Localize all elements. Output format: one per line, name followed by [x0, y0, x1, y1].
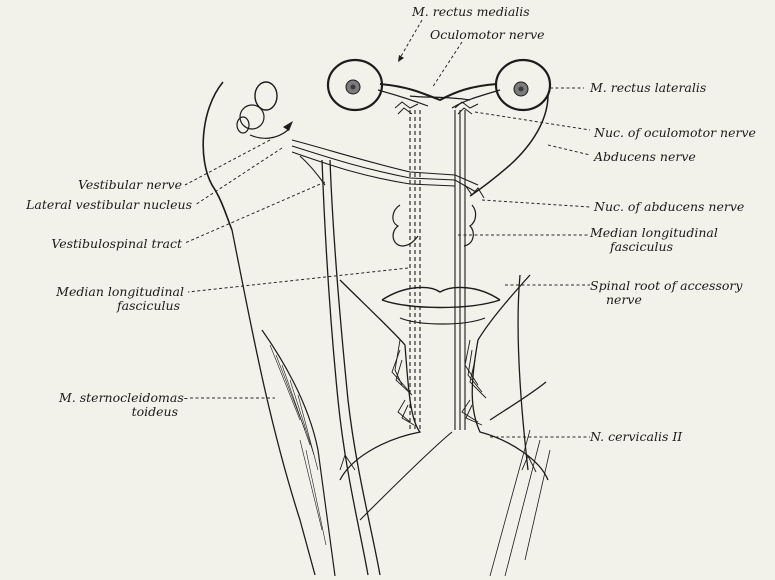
label-nuc-oculomotor: Nuc. of oculomotor nerve — [594, 126, 756, 140]
label-rectus-medialis: M. rectus medialis — [412, 5, 530, 19]
label-spinal-root-2: nerve — [606, 293, 642, 307]
label-sternocleido-2: toideus — [10, 405, 178, 419]
abducens-nerve-path — [470, 95, 548, 196]
leader-lines — [185, 20, 590, 437]
label-cervicalis: N. cervicalis II — [590, 430, 682, 444]
oculomotor-fibres — [378, 84, 500, 108]
label-vestibulospinal-tract: Vestibulospinal tract — [20, 237, 182, 251]
label-mlf-right-1: Median longitudinal — [590, 226, 718, 240]
label-nuc-abducens: Nuc. of abducens nerve — [594, 200, 744, 214]
label-abducens-nerve: Abducens nerve — [594, 150, 696, 164]
mlf-solid-bundle — [455, 110, 465, 430]
label-sternocleido-1: M. sternocleidomas- — [10, 391, 188, 405]
label-mlf-right-2: fasciculus — [610, 240, 673, 254]
mlf-dashed-bundle — [410, 110, 420, 430]
label-spinal-root-1: Spinal root of accessory — [590, 279, 742, 293]
sternocleidomastoid-muscle — [262, 330, 335, 576]
left-eye — [328, 60, 382, 110]
label-mlf-left-2: fasciculus — [10, 299, 180, 313]
mouth-outline — [382, 287, 500, 324]
label-rectus-lateralis: M. rectus lateralis — [590, 81, 706, 95]
nose-outline — [393, 205, 418, 246]
label-lateral-vestibular-nucleus: Lateral vestibular nucleus — [0, 198, 192, 212]
neck-outline-inner — [340, 280, 420, 480]
label-vestibular-nerve: Vestibular nerve — [30, 178, 182, 192]
right-eye — [496, 60, 550, 110]
ear-outline — [203, 82, 232, 230]
label-oculomotor-nerve: Oculomotor nerve — [430, 28, 545, 42]
label-mlf-left-1: Median longitudinal — [10, 285, 184, 299]
vestibulospinal-tract — [322, 160, 380, 575]
cervical-fan-left — [340, 340, 414, 470]
labyrinth-icon — [237, 82, 293, 138]
